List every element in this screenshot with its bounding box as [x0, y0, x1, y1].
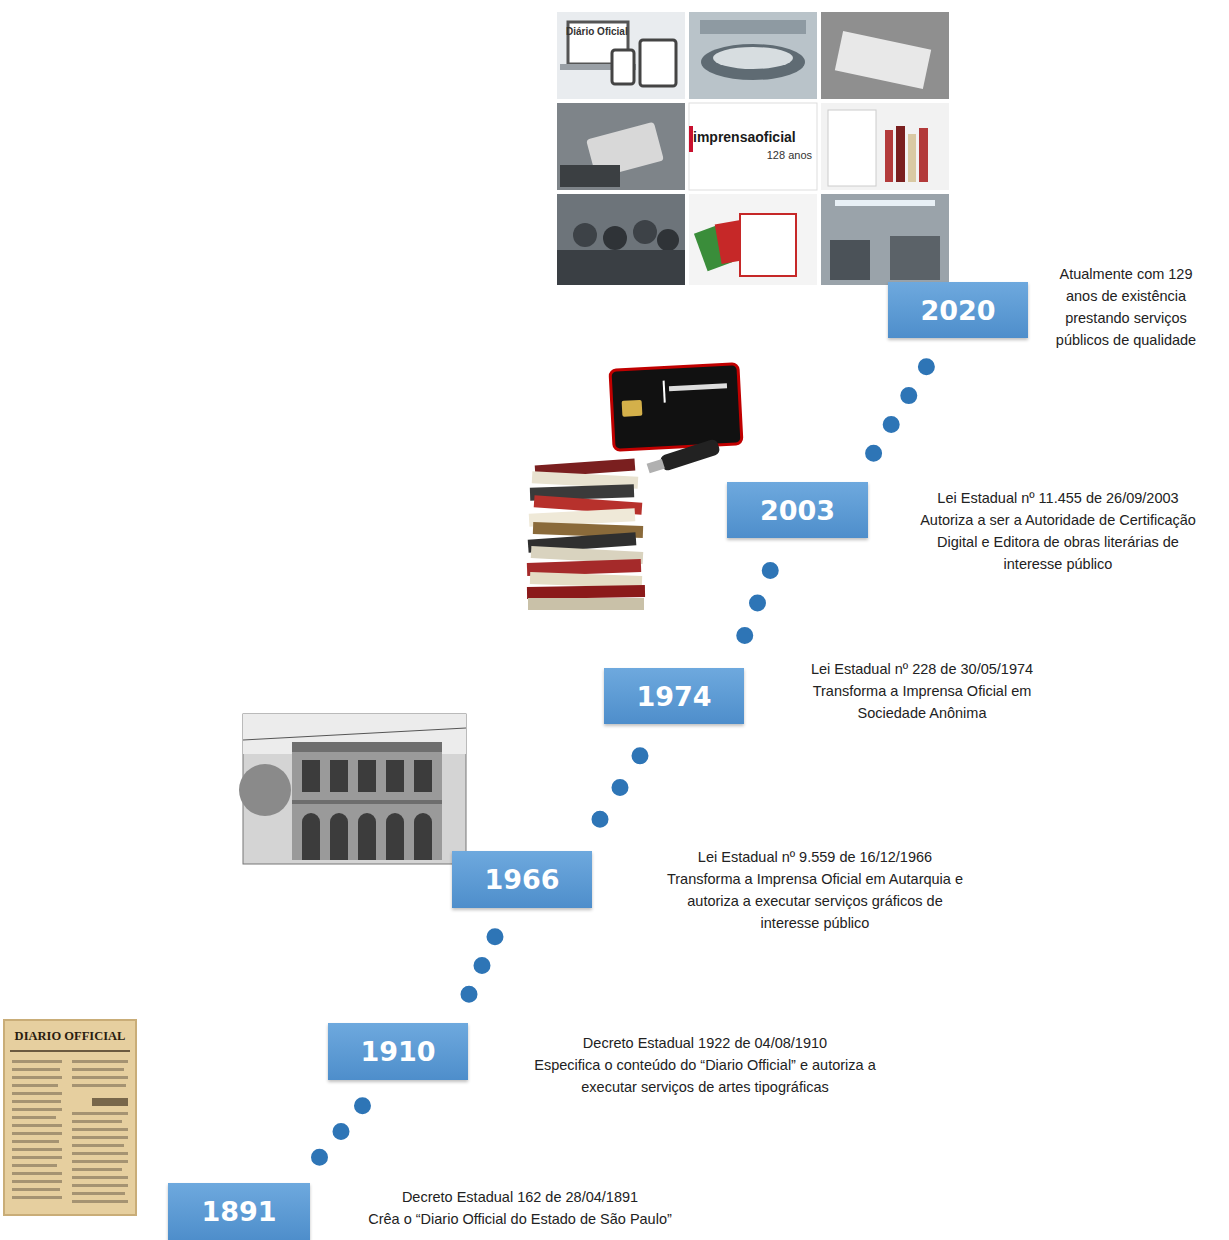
dotted-connector: [600, 756, 640, 820]
building-photo: [239, 714, 466, 864]
year-label: 1891: [201, 1196, 276, 1227]
law-reference: Lei Estadual nº 11.455 de 26/09/2003: [898, 487, 1218, 509]
year-box: 2003: [727, 482, 868, 538]
dotted-connector: [469, 937, 495, 995]
law-reference: Lei Estadual nº 9.559 de 16/12/1966: [660, 846, 970, 868]
screen-caption: Diário Oficial: [566, 26, 636, 38]
dotted-connector: [320, 1106, 363, 1158]
year-label: 2020: [920, 295, 995, 326]
newspaper-masthead: DIARIO OFFICIAL: [7, 1027, 133, 1045]
event-description: Crêa o “Diario Official do Estado de São…: [340, 1208, 700, 1230]
event-description: Especifica o conteúdo do “Diario Officia…: [530, 1054, 880, 1098]
law-reference: Decreto Estadual 162 de 28/04/1891: [360, 1186, 680, 1208]
year-label: 2003: [760, 495, 835, 526]
event-description: Transforma a Imprensa Oficial em Socieda…: [792, 680, 1052, 724]
event-description: Autoriza a ser a Autoridade de Certifica…: [908, 509, 1208, 575]
year-box: 1966: [452, 851, 592, 908]
photo-collage: [557, 12, 949, 285]
law-reference: Decreto Estadual 1922 de 04/08/1910: [540, 1032, 870, 1054]
event-description: Atualmente com 129 anos de existência pr…: [1046, 263, 1206, 351]
year-box: 2020: [888, 282, 1028, 338]
usb-token: [646, 438, 721, 476]
books-stack: [527, 459, 645, 610]
year-label: 1910: [360, 1036, 435, 1067]
dotted-connector: [745, 571, 771, 636]
brand-years: 128 anos: [740, 148, 812, 162]
year-label: 1966: [484, 864, 559, 895]
year-label: 1974: [636, 681, 711, 712]
brand-logo: imprensaoficial: [693, 128, 815, 146]
year-box: 1910: [328, 1023, 468, 1080]
event-description: Transforma a Imprensa Oficial em Autarqu…: [660, 868, 970, 934]
year-box: 1891: [168, 1183, 310, 1240]
dotted-connector: [874, 367, 927, 453]
certificate-card: [610, 364, 742, 451]
year-box: 1974: [604, 668, 744, 724]
law-reference: Lei Estadual nº 228 de 30/05/1974: [767, 658, 1077, 680]
newspaper-clipping: [4, 1020, 136, 1215]
